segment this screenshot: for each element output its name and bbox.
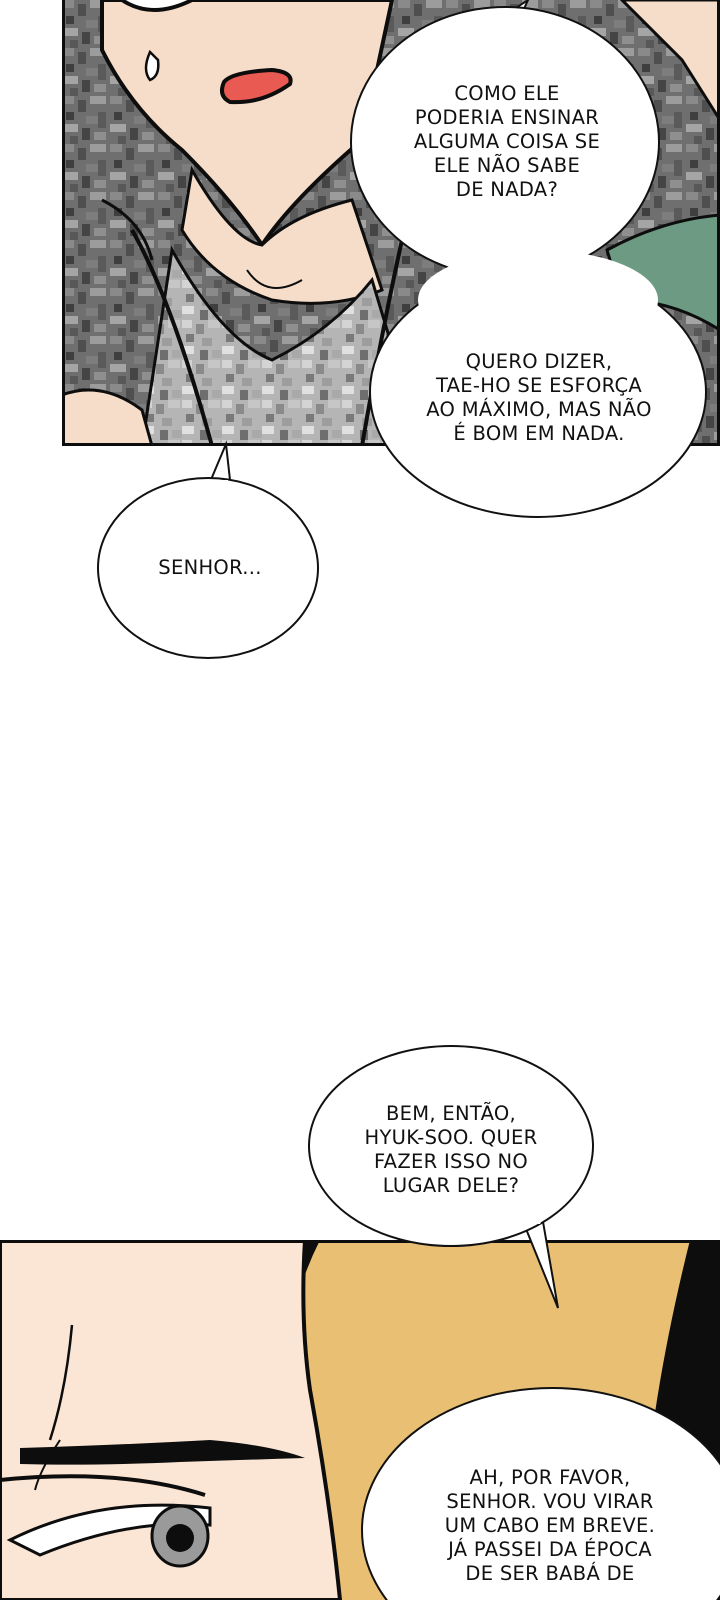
dialogue-text-2: QUERO DIZER, TAE-HO SE ESFORÇA AO MÁXIMO… <box>426 350 652 445</box>
dialogue-text-5: AH, POR FAVOR, SENHOR. VOU VIRAR UM CABO… <box>444 1466 656 1585</box>
dialogue-text-1: COMO ELE PODERIA ENSINAR ALGUMA COISA SE… <box>413 82 601 201</box>
dialogue-text-3: SENHOR... <box>158 556 262 579</box>
dialogue-text-4: BEM, ENTÃO, HYUK-SOO. QUER FAZER ISSO NO… <box>364 1102 538 1197</box>
speech-bubble-3-tail <box>208 440 232 484</box>
